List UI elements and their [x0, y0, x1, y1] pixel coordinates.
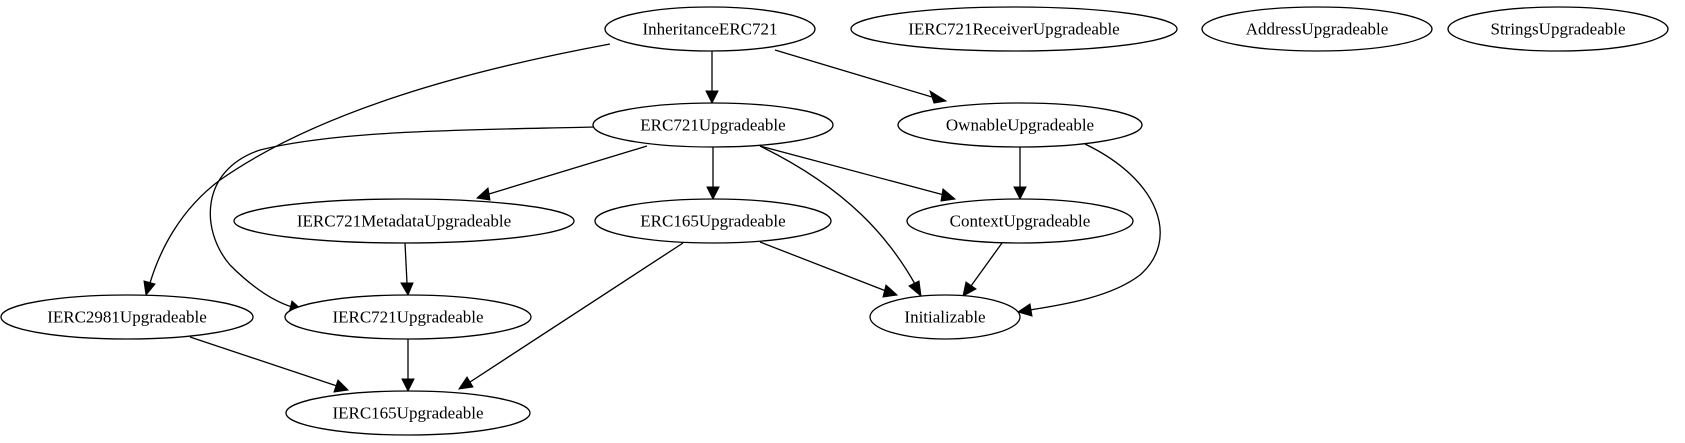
arrowhead-icon [705, 90, 719, 105]
edge-line [469, 242, 684, 383]
edge-inheritance-erc721-to-ierc2981-upgradeable [143, 43, 611, 297]
arrowhead-icon [929, 89, 948, 104]
node-label: Initializable [904, 308, 985, 327]
node-label: IERC721MetadataUpgradeable [297, 212, 511, 231]
node-strings-upgradeable: StringsUpgradeable [1447, 6, 1669, 52]
arrowhead-icon [457, 376, 474, 390]
node-ellipse [592, 102, 834, 148]
node-ellipse [1201, 6, 1433, 52]
node-ellipse [897, 102, 1143, 148]
node-address-upgradeable: AddressUpgradeable [1201, 6, 1433, 52]
node-ellipse [233, 198, 575, 244]
arrowhead-icon [333, 379, 350, 393]
arrowhead-icon [401, 378, 415, 393]
node-erc165-upgradeable: ERC165Upgradeable [594, 198, 832, 244]
node-ellipse [594, 198, 832, 244]
node-ierc2981-upgradeable: IERC2981Upgradeable [0, 294, 254, 340]
edge-erc165-upgradeable-to-ierc165-upgradeable [457, 242, 684, 390]
edge-line [404, 242, 408, 284]
edge-inheritance-erc721-to-ownable-upgradeable [774, 49, 948, 104]
edge-erc721-upgradeable-to-initializable [759, 145, 922, 298]
edge-erc165-upgradeable-to-initializable [759, 241, 899, 298]
edge-ierc721-upgradeable-to-ierc165-upgradeable [401, 339, 415, 393]
node-ellipse [1447, 6, 1669, 52]
arrowhead-icon [1016, 303, 1033, 317]
node-ierc165-upgradeable: IERC165Upgradeable [285, 390, 531, 436]
arrowhead-icon [962, 281, 977, 297]
node-ellipse [0, 294, 254, 340]
node-context-upgradeable: ContextUpgradeable [906, 198, 1134, 244]
node-label: ContextUpgradeable [950, 212, 1091, 231]
node-erc721-upgradeable: ERC721Upgradeable [592, 102, 834, 148]
edge-line [488, 145, 648, 195]
arrowhead-icon [706, 186, 720, 201]
arrowhead-icon [908, 280, 922, 298]
node-inheritance-erc721: InheritanceERC721 [604, 6, 816, 52]
edge-line [759, 145, 916, 285]
node-ellipse [604, 6, 816, 52]
node-ellipse [285, 390, 531, 436]
edge-ierc721-metadata-upgradeable-to-ierc721-upgradeable [400, 242, 414, 297]
node-label: ERC165Upgradeable [640, 212, 785, 231]
node-ellipse [906, 198, 1134, 244]
edge-erc721-upgradeable-to-ierc721-metadata-upgradeable [475, 145, 648, 201]
node-ellipse [284, 294, 532, 340]
node-ellipse [850, 6, 1178, 52]
edge-line [1029, 143, 1161, 311]
arrowhead-icon [1013, 186, 1027, 201]
edge-line [209, 126, 595, 308]
edges-layer [143, 43, 1161, 393]
edge-line [774, 49, 933, 98]
node-label: OwnableUpgradeable [946, 116, 1094, 135]
edge-erc721-upgradeable-to-erc165-upgradeable [706, 147, 720, 201]
node-label: IERC165Upgradeable [332, 404, 483, 423]
node-label: ERC721Upgradeable [640, 116, 785, 135]
edge-line [970, 242, 1003, 287]
node-initializable: Initializable [869, 294, 1021, 340]
edge-ownable-upgradeable-to-initializable [1016, 143, 1161, 317]
nodes-layer: InheritanceERC721 IERC721ReceiverUpgradea… [0, 6, 1669, 436]
arrowhead-icon [940, 188, 957, 202]
arrowhead-icon [882, 284, 899, 298]
node-label: StringsUpgradeable [1490, 20, 1625, 39]
edge-line [189, 336, 338, 387]
node-ierc721-receiver-upgradeable: IERC721ReceiverUpgradeable [850, 6, 1178, 52]
edge-inheritance-erc721-to-erc721-upgradeable [705, 51, 719, 105]
edge-line [759, 241, 887, 292]
node-label: InheritanceERC721 [642, 20, 777, 39]
arrowhead-icon [400, 282, 414, 297]
edge-ierc2981-upgradeable-to-ierc165-upgradeable [189, 336, 350, 393]
node-ownable-upgradeable: OwnableUpgradeable [897, 102, 1143, 148]
node-ierc721-upgradeable: IERC721Upgradeable [284, 294, 532, 340]
node-label: IERC2981Upgradeable [47, 308, 207, 327]
node-label: IERC721Upgradeable [332, 308, 483, 327]
node-ierc721-metadata-upgradeable: IERC721MetadataUpgradeable [233, 198, 575, 244]
node-label: AddressUpgradeable [1246, 20, 1389, 39]
edge-context-upgradeable-to-initializable [962, 242, 1003, 297]
edge-ownable-upgradeable-to-context-upgradeable [1013, 147, 1027, 201]
node-ellipse [869, 294, 1021, 340]
edge-erc721-upgradeable-to-context-upgradeable [759, 145, 957, 202]
node-label: IERC721ReceiverUpgradeable [908, 20, 1119, 39]
arrowhead-icon [143, 280, 156, 297]
edge-line [759, 145, 945, 196]
arrowhead-icon [475, 187, 491, 201]
